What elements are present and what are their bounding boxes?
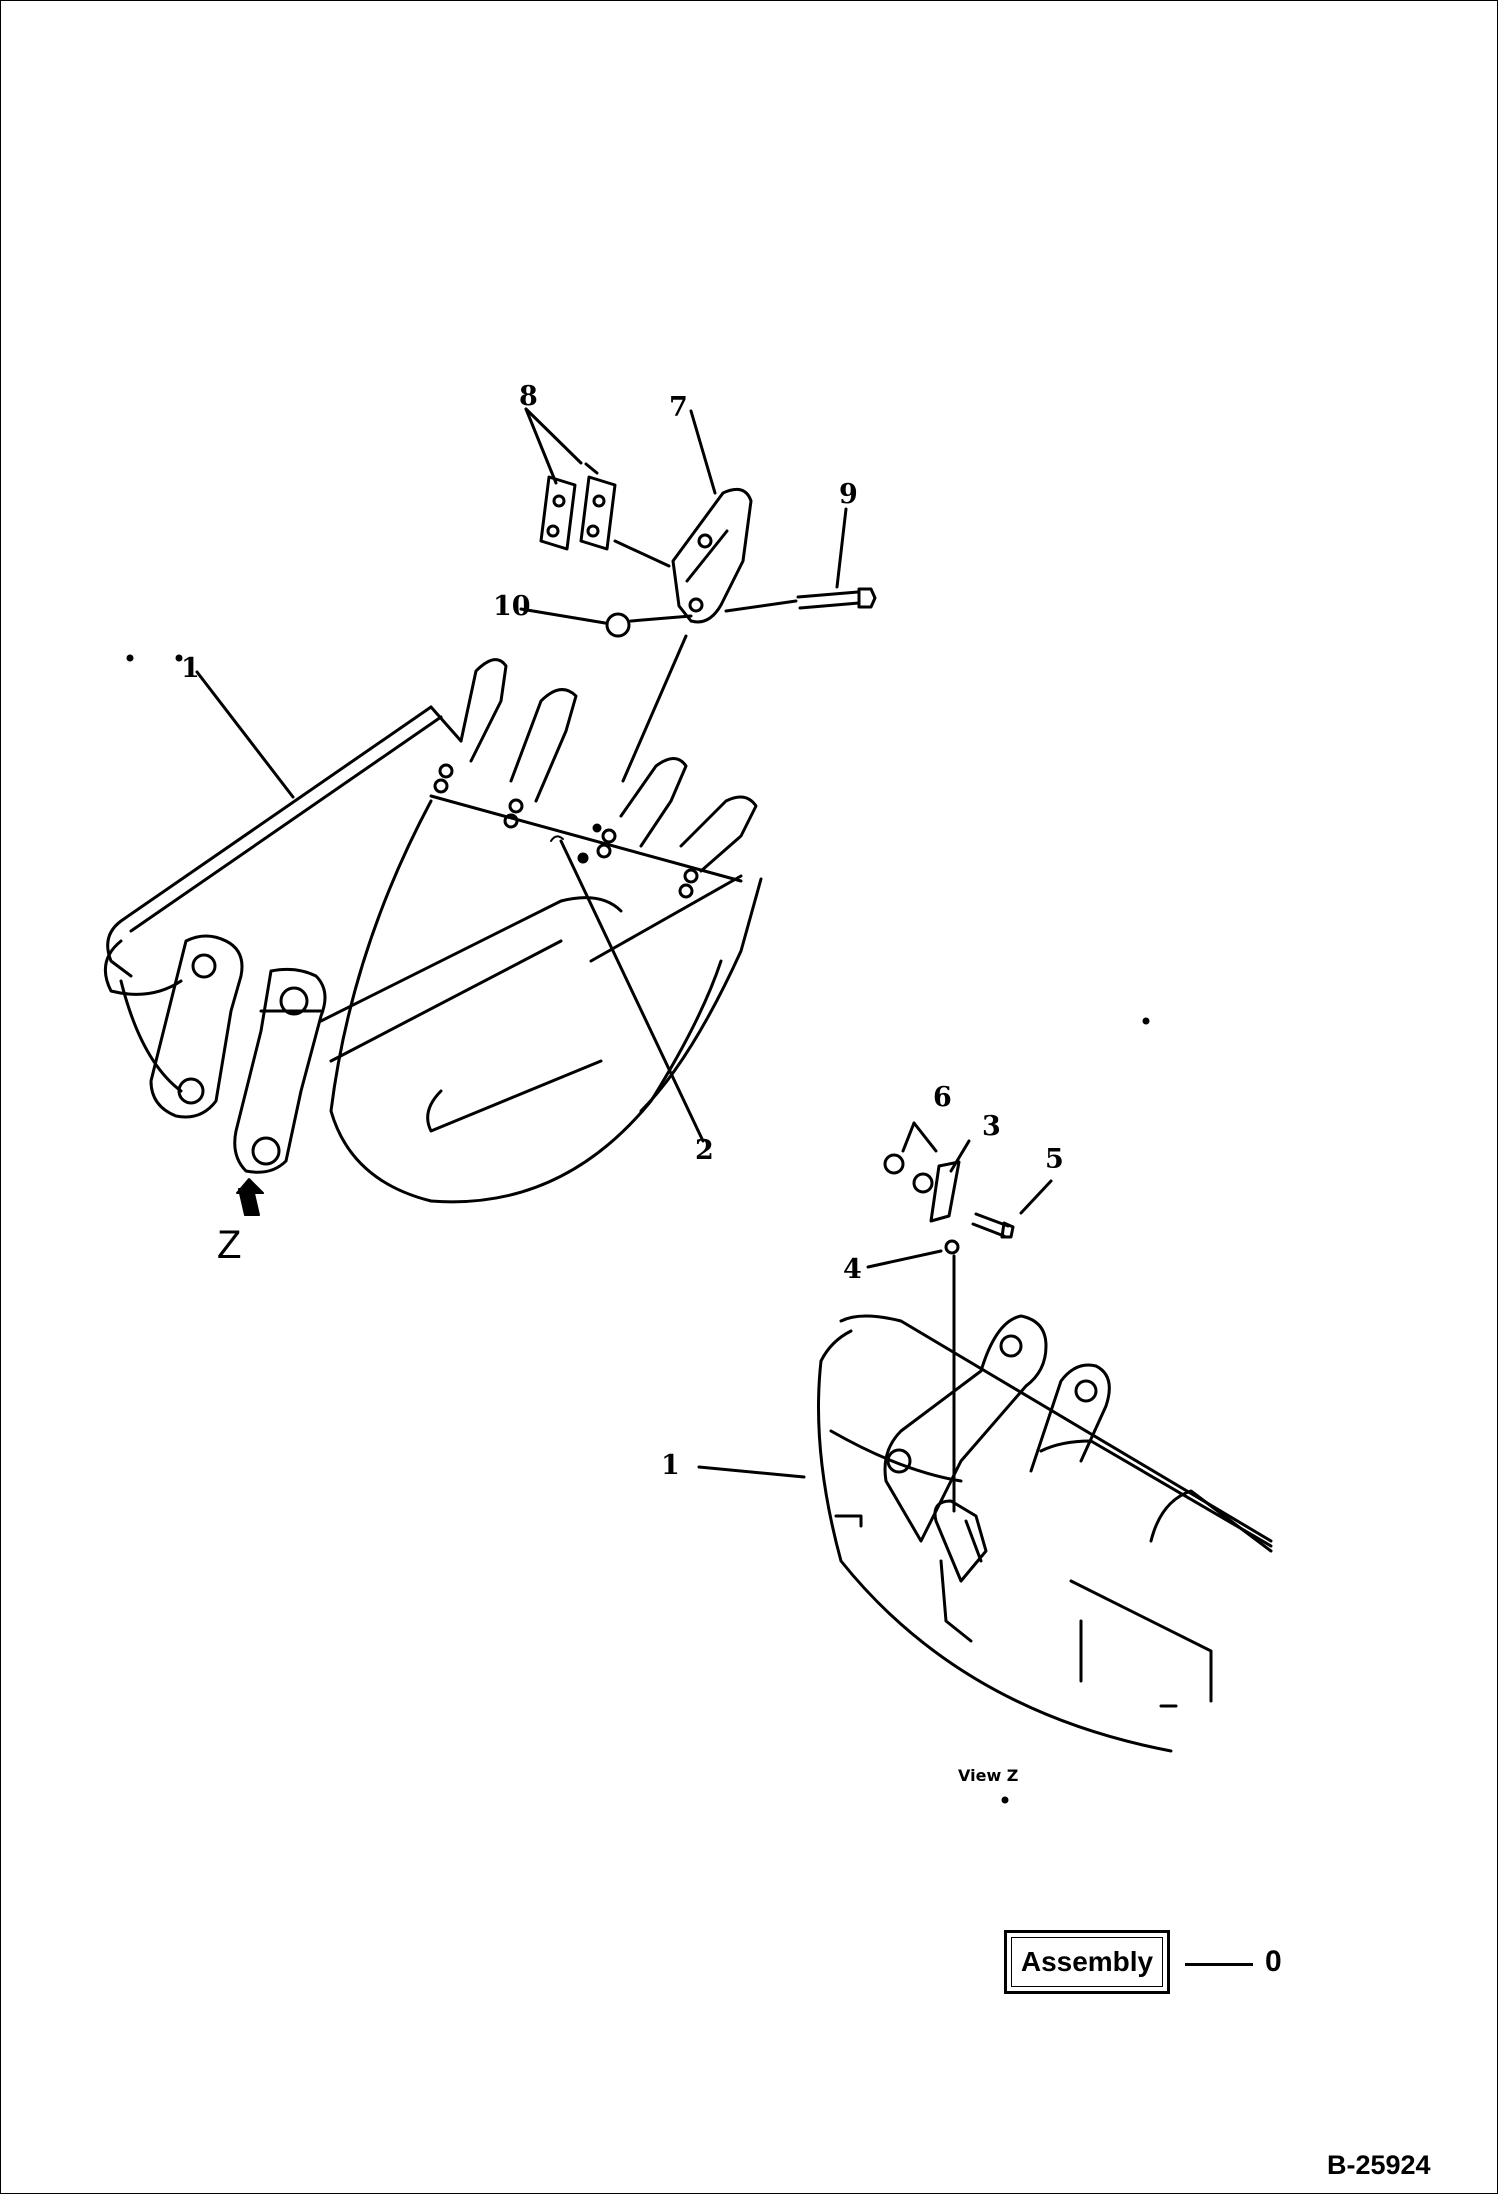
callout-8: 8 xyxy=(519,381,538,412)
view-z-caption: View Z xyxy=(958,1766,1019,1785)
callout-7: 7 xyxy=(669,392,688,423)
callout-3: 3 xyxy=(982,1111,1001,1142)
callout-9: 9 xyxy=(839,479,858,510)
callout-10: 10 xyxy=(493,591,531,622)
tooth-parts xyxy=(519,407,877,638)
callout-1-view-z: 1 xyxy=(661,1450,680,1481)
callout-1: 1 xyxy=(181,653,200,684)
callout-2: 2 xyxy=(695,1135,714,1166)
bucket-main xyxy=(103,658,763,1204)
view-arrow-icon xyxy=(236,1178,264,1216)
drawing-number: B-25924 xyxy=(1327,2150,1431,2180)
callout-5: 5 xyxy=(1045,1144,1064,1175)
assembly-box-inner-frame xyxy=(1011,1937,1163,1987)
assembly-label: Assembly xyxy=(1020,1946,1154,1977)
view-arrow-letter: Z xyxy=(217,1223,242,1267)
assembly-box: Assembly xyxy=(1004,1930,1170,1994)
assembly-leader-line xyxy=(1185,1963,1253,1966)
assembly-value: 0 xyxy=(1265,1945,1282,1978)
callout-4: 4 xyxy=(843,1254,862,1285)
view-z-detail xyxy=(817,1121,1273,1753)
callout-6: 6 xyxy=(933,1082,952,1113)
